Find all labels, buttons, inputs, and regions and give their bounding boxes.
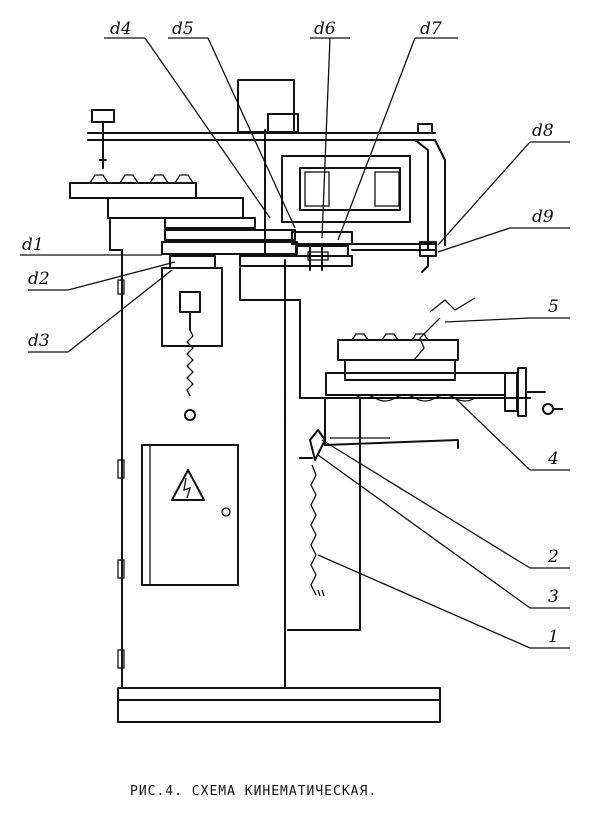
label-d9: d9 xyxy=(532,207,554,227)
machine-base xyxy=(117,687,441,723)
machine-column xyxy=(109,219,286,689)
label-3: 3 xyxy=(548,587,559,607)
upper-table xyxy=(69,174,244,219)
figure-caption: РИС.4. СХЕМА КИНЕМАТИЧЕСКАЯ. xyxy=(130,784,377,799)
label-5: 5 xyxy=(548,297,559,317)
label-1: 1 xyxy=(548,627,559,647)
drive-motor xyxy=(264,129,411,257)
label-d4: d4 xyxy=(110,19,132,39)
label-4: 4 xyxy=(547,449,559,469)
label-d1: d1 xyxy=(22,235,44,255)
feed-mechanism xyxy=(299,429,326,597)
label-2: 2 xyxy=(547,547,559,567)
electrical-cabinet xyxy=(141,444,239,586)
label-d7: d7 xyxy=(420,19,442,39)
label-d2: d2 xyxy=(28,269,50,289)
label-d8: d8 xyxy=(532,121,554,141)
console xyxy=(239,267,531,631)
spindle-unit xyxy=(161,267,223,421)
slide-table xyxy=(325,297,563,417)
label-d3: d3 xyxy=(28,331,50,351)
leader-lines xyxy=(20,37,570,649)
label-d6: d6 xyxy=(314,19,336,39)
belt-drive xyxy=(161,217,437,273)
label-d5: d5 xyxy=(172,19,194,39)
